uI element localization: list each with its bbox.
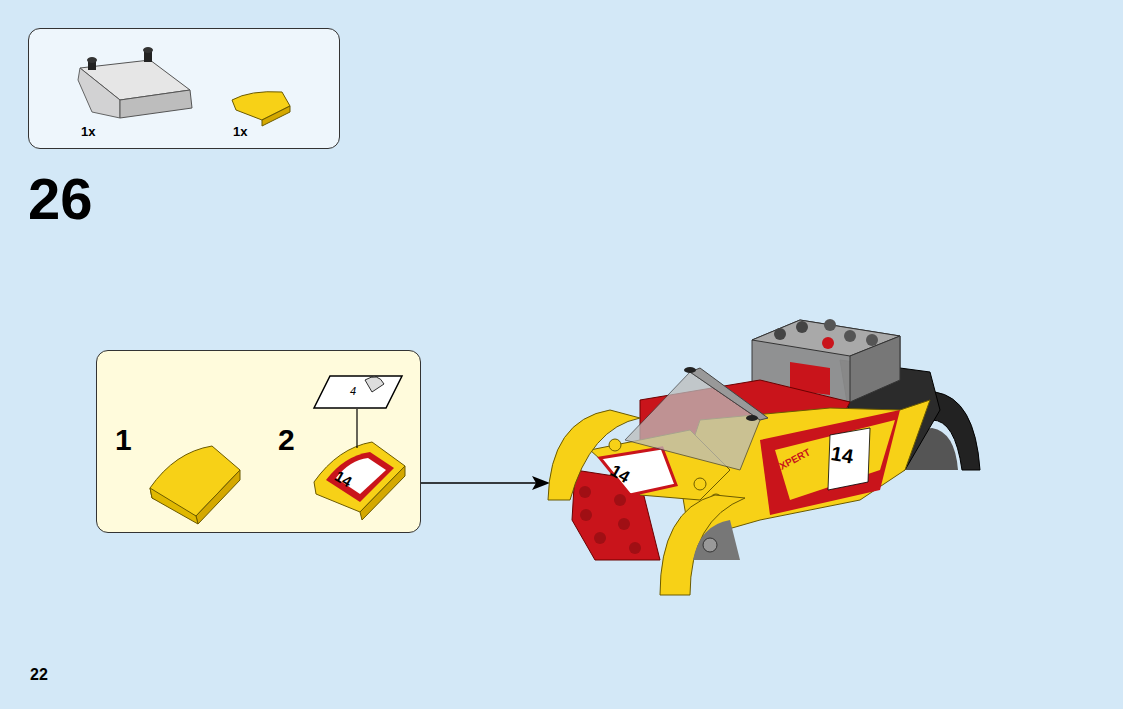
substep-number: 1 <box>115 425 132 455</box>
stickered-slope-part <box>314 442 405 512</box>
placement-arrow <box>421 476 550 490</box>
car-model <box>609 439 621 451</box>
stickered-slope-part <box>326 452 394 502</box>
car-model <box>824 319 836 331</box>
car-model <box>690 368 768 420</box>
curved-slope-part <box>232 92 290 126</box>
car-model <box>660 495 745 595</box>
placement-arrow <box>532 476 550 490</box>
car-model <box>618 518 630 530</box>
car-model <box>629 542 641 554</box>
sticker-sheet-number: 4 <box>350 386 356 397</box>
sticker-number: 14 <box>830 443 855 467</box>
car-model <box>774 328 786 340</box>
sticker-sheet-icon <box>314 376 402 408</box>
car-model <box>746 415 758 421</box>
car-model <box>600 448 676 495</box>
car-model <box>828 428 870 490</box>
windscreen-part <box>78 47 192 118</box>
car-model <box>760 410 900 515</box>
sticker-sheet-icon <box>314 376 402 448</box>
page-number: 22 <box>30 667 48 683</box>
car-model <box>594 532 606 544</box>
car-model <box>625 372 760 470</box>
car-model <box>866 334 878 346</box>
windscreen-part <box>120 90 192 118</box>
car-model <box>579 486 591 498</box>
car-model <box>850 336 900 402</box>
car-model <box>694 478 706 490</box>
callout-slope-part <box>150 446 240 524</box>
substep-number: 2 <box>278 425 295 455</box>
windscreen-part <box>143 47 153 53</box>
callout-slope-part <box>150 488 198 524</box>
windscreen-part <box>78 68 120 118</box>
part-quantity: 1x <box>81 125 95 138</box>
placement-arrow <box>421 482 538 484</box>
callout-slope-part <box>150 446 240 516</box>
car-model <box>703 538 717 552</box>
sticker-sheet-icon <box>356 409 357 448</box>
car-model <box>580 509 592 521</box>
car-model <box>693 520 740 560</box>
part-quantity: 1x <box>233 125 247 138</box>
car-model <box>796 321 808 333</box>
windscreen-part <box>87 57 97 63</box>
curved-slope-part <box>262 106 290 126</box>
stickered-slope-part <box>314 442 405 520</box>
car-model <box>614 494 626 506</box>
step-number: 26 <box>28 170 93 228</box>
sticker-sheet-icon <box>365 377 384 392</box>
car-model <box>822 337 834 349</box>
car-model <box>548 410 640 500</box>
car-model <box>684 367 696 373</box>
car-model <box>844 330 856 342</box>
car-model <box>548 319 980 595</box>
callout-slope-part <box>196 470 240 524</box>
